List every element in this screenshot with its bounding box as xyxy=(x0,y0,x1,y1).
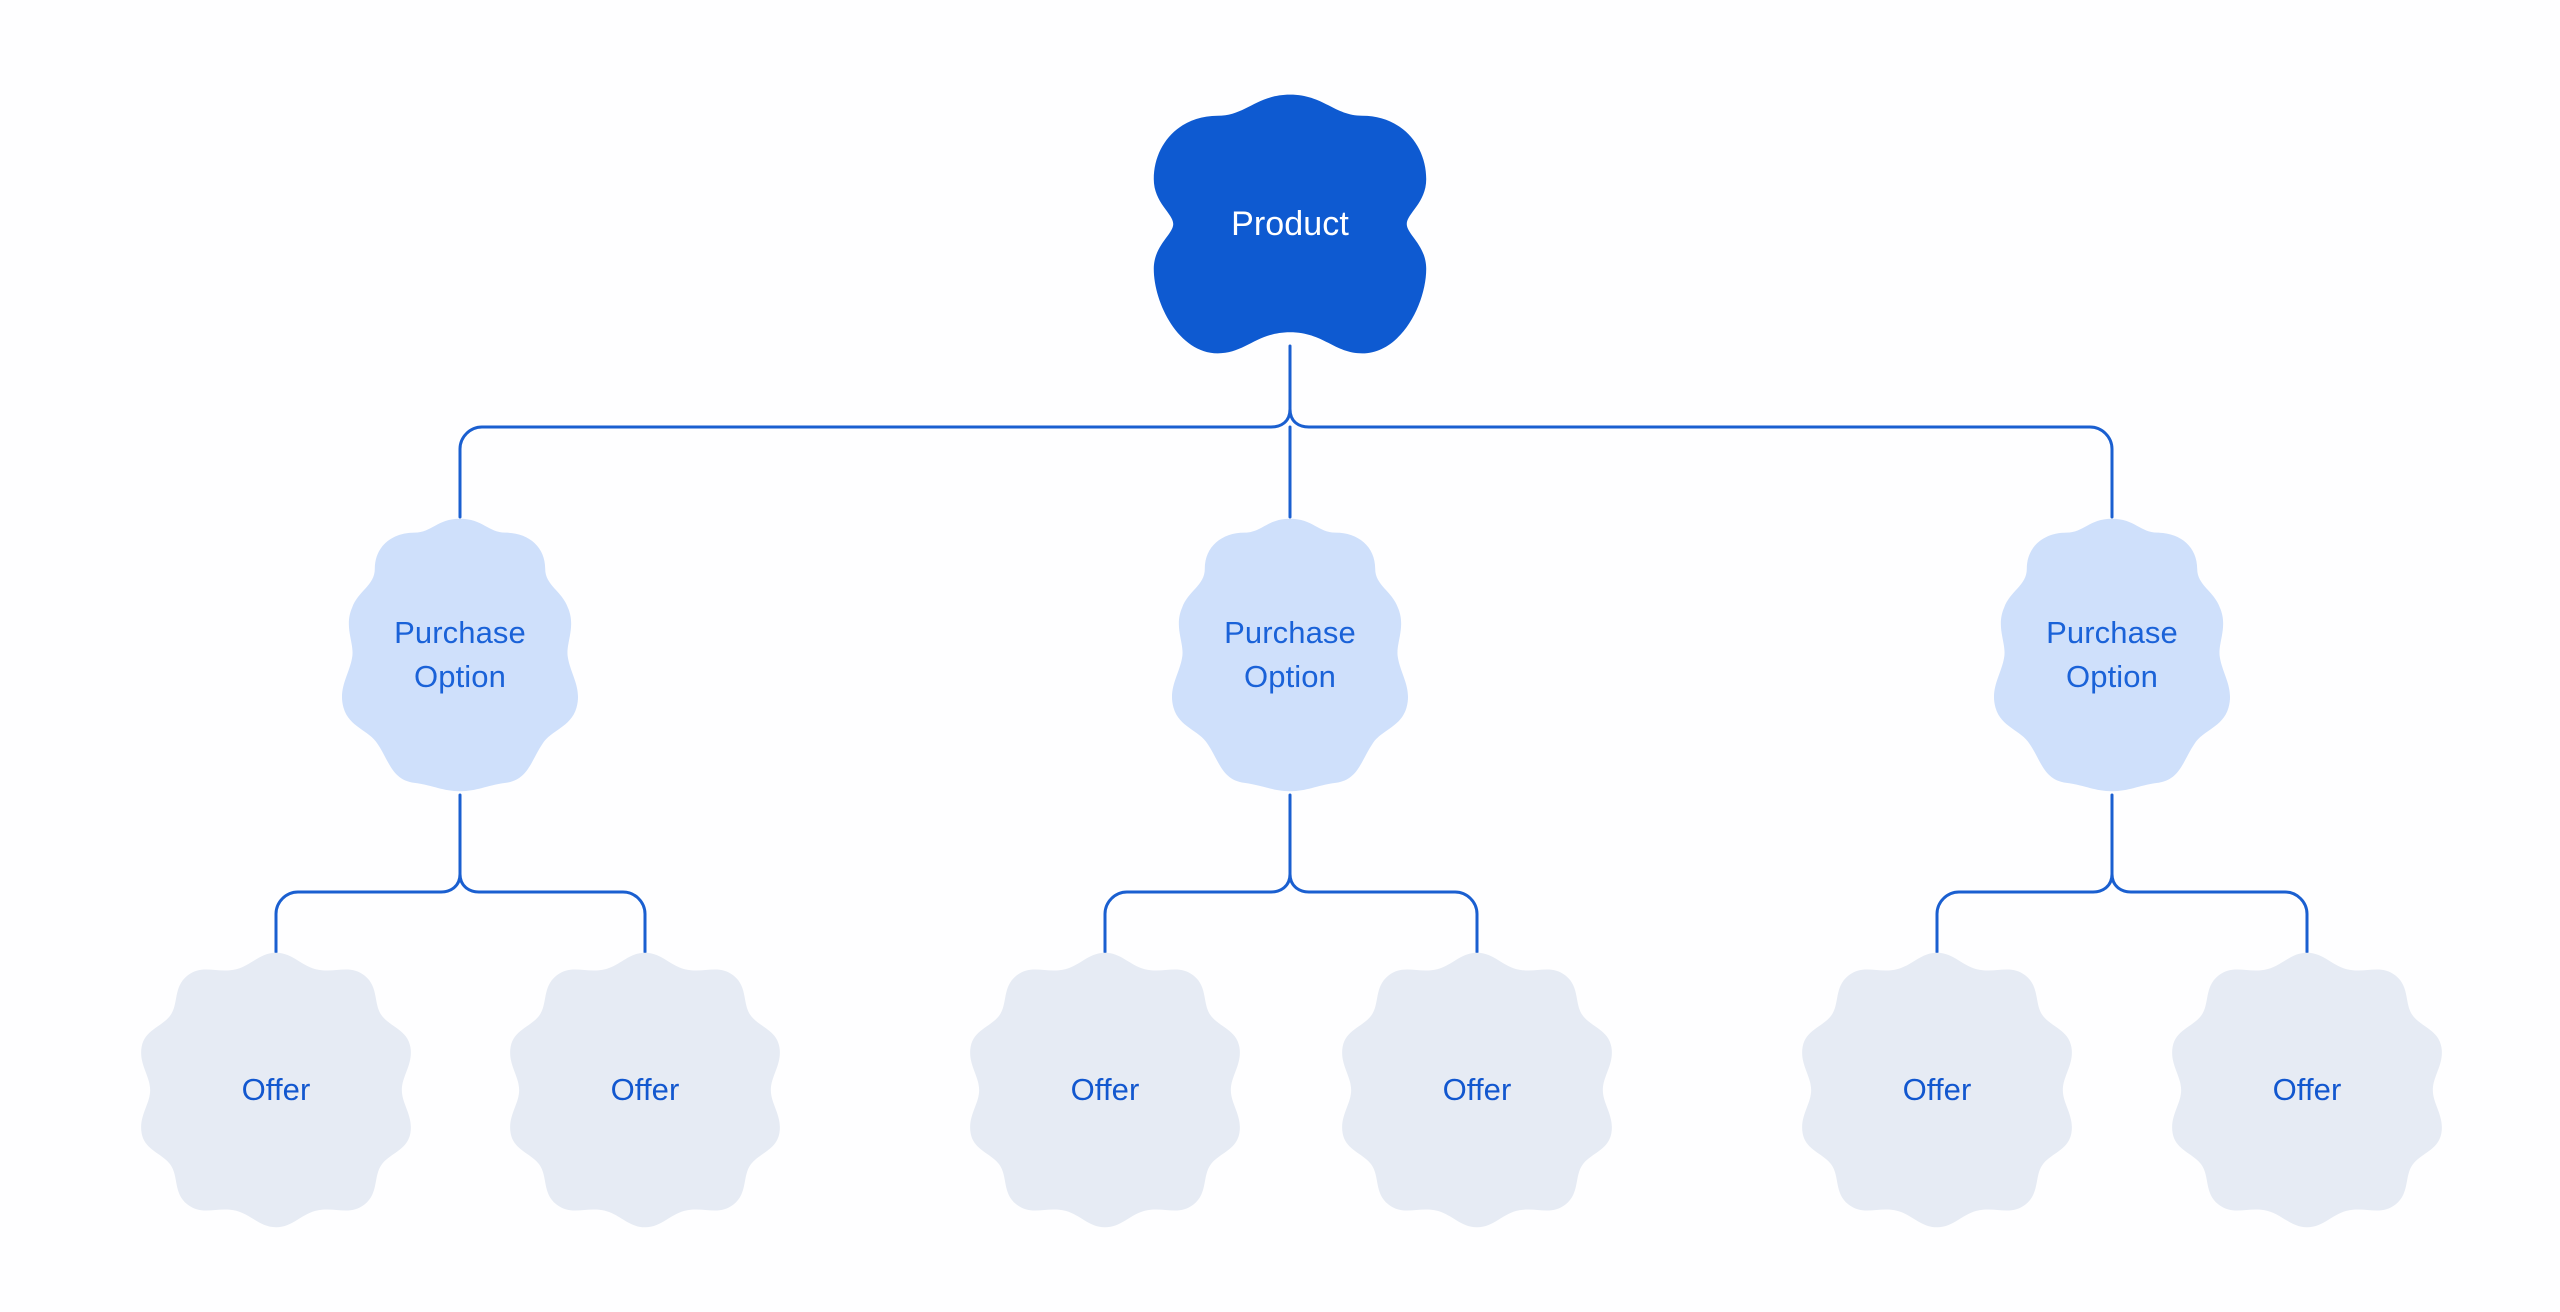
edge-option2-bus-right xyxy=(1288,872,1479,954)
purchase-option-blob-shape xyxy=(1171,518,1409,792)
edge-option1-bus-left xyxy=(274,872,462,954)
node-purchase-option-1-label: Purchase Option xyxy=(394,615,526,694)
node-offer-1[interactable]: Offer xyxy=(133,947,419,1233)
edge-option2-bus-left xyxy=(1103,872,1292,954)
node-purchase-option-2-label: Purchase Option xyxy=(1224,615,1356,694)
node-offer-4-label: Offer xyxy=(1442,1072,1512,1107)
offer-scalloped-shape xyxy=(1802,952,2072,1228)
offer-scalloped-shape xyxy=(510,952,780,1228)
node-offer-3[interactable]: Offer xyxy=(962,947,1248,1233)
edge-option3-bus-right xyxy=(2110,872,2309,954)
node-purchase-option-2[interactable]: Purchase Option xyxy=(1148,516,1432,794)
node-product[interactable]: Product xyxy=(1151,92,1429,356)
node-offer-4[interactable]: Offer xyxy=(1334,947,1620,1233)
node-offer-6[interactable]: Offer xyxy=(2164,947,2450,1233)
offer-scalloped-shape xyxy=(1342,952,1612,1228)
node-offer-5-label: Offer xyxy=(1902,1072,1972,1107)
offer-scalloped-shape xyxy=(2172,952,2442,1228)
node-offer-3-label: Offer xyxy=(1070,1072,1140,1107)
edge-root-bus-right xyxy=(1288,407,2114,519)
node-purchase-option-3-label: Purchase Option xyxy=(2046,615,2178,694)
edge-root-bus-left xyxy=(458,407,1292,519)
offer-scalloped-shape xyxy=(970,952,1240,1228)
node-purchase-option-1[interactable]: Purchase Option xyxy=(318,516,602,794)
product-blob-shape xyxy=(1153,94,1427,354)
node-offer-2[interactable]: Offer xyxy=(502,947,788,1233)
node-product-label: Product xyxy=(1231,205,1349,243)
node-offer-1-label: Offer xyxy=(241,1072,311,1107)
node-offer-2-label: Offer xyxy=(610,1072,680,1107)
purchase-option-blob-shape xyxy=(1993,518,2231,792)
edge-option1-bus-right xyxy=(458,872,647,954)
offer-scalloped-shape xyxy=(141,952,411,1228)
node-offer-6-label: Offer xyxy=(2272,1072,2342,1107)
node-offer-5[interactable]: Offer xyxy=(1794,947,2080,1233)
node-purchase-option-3[interactable]: Purchase Option xyxy=(1970,516,2254,794)
purchase-option-blob-shape xyxy=(341,518,579,792)
edge-option3-bus-left xyxy=(1935,872,2114,954)
